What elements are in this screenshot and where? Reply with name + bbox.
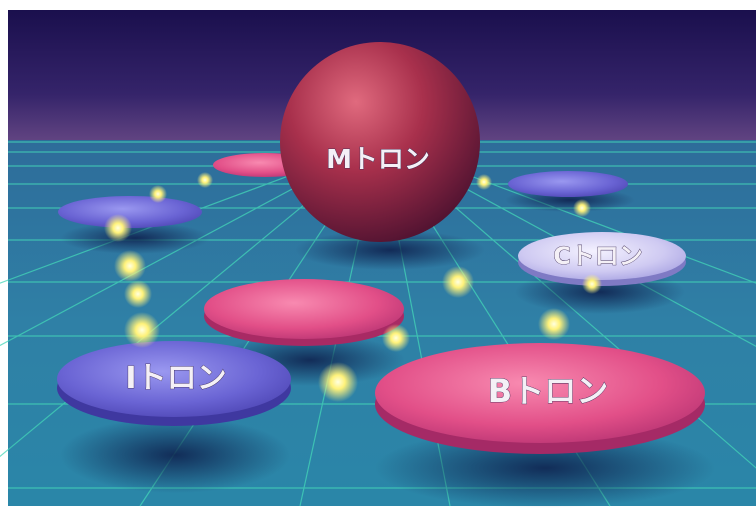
b-tron-disc bbox=[375, 343, 705, 454]
left-blue-disc bbox=[58, 196, 202, 228]
middle-pink-disc bbox=[204, 279, 404, 346]
m-tron-sphere bbox=[280, 42, 480, 242]
c-tron-disc bbox=[518, 232, 686, 286]
i-tron-label: Iトロン bbox=[125, 361, 226, 396]
i-tron-disc bbox=[57, 341, 291, 426]
c-tron-label: Cトロン bbox=[553, 242, 643, 270]
m-tron-label: Mトロン bbox=[326, 145, 430, 175]
light-beads bbox=[104, 172, 602, 402]
b-tron-label: Bトロン bbox=[488, 372, 608, 410]
far-blue-disc bbox=[508, 171, 628, 197]
